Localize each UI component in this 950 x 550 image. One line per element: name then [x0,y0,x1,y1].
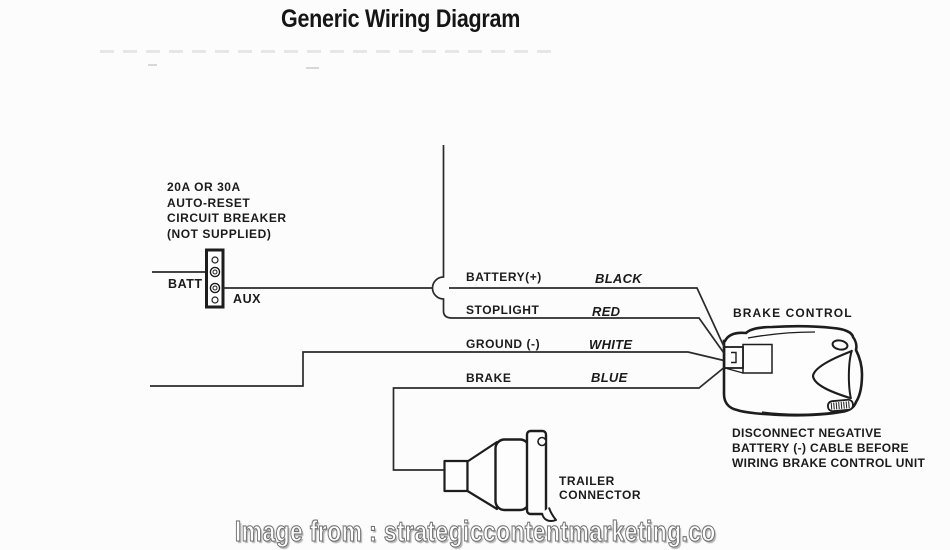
breaker-note-line: (NOT SUPPLIED) [167,226,272,241]
circuit-breaker-drawing [205,248,225,309]
body-top-seam [747,331,816,339]
watermark-text: Image from : strategiccontentmarketing.c… [234,515,716,548]
wire-color-brake: BLUE [591,369,628,385]
plug-bracket [731,351,737,364]
jpeg-artifact-speck [148,64,157,66]
wire-label-ground: GROUND (-) [466,336,541,351]
ground-wire [150,351,727,387]
faceplate-hole [537,436,547,447]
wire-label-brake: BRAKE [466,371,512,385]
breaker-note-line: AUTO-RESET [167,195,251,210]
trailer-connector-label: TRAILER CONNECTOR [559,474,641,502]
stoplight-wire [431,145,727,357]
warning-line: WIRING BRAKE CONTROL UNIT [732,456,926,471]
watermark-row: Image from : strategiccontentmarketing.c… [0,515,950,549]
brake-control-body [722,325,864,417]
latch-hook [541,507,557,523]
wire-label-stoplight: STOPLIGHT [466,302,540,317]
brake-control-drawing [722,325,864,417]
trailer-label-line: TRAILER [559,474,615,488]
cable-entry [443,459,469,493]
mount-oval [831,339,849,351]
brake-control-warning: DISCONNECT NEGATIVE BATTERY (-) CABLE BE… [732,426,925,472]
jpeg-artifact-streak [100,50,560,53]
aux-label: AUX [233,291,262,306]
body-bottom-seam [761,411,836,415]
connector-body [494,438,531,512]
jpeg-artifact-speck [306,67,319,69]
indicator-lens-edge [847,349,853,400]
batt-terminal [209,266,221,278]
wire-label-battery: BATTERY(+) [466,269,542,284]
breaker-note-line: CIRCUIT BREAKER [167,211,287,225]
connector-cone [466,440,499,511]
wire-color-stoplight: RED [592,304,621,319]
brake-control-plug [723,346,744,374]
trailer-connector-drawing [443,429,557,523]
indicator-lens [811,349,853,400]
warning-line: BATTERY (-) CABLE BEFORE [732,441,909,456]
warning-line: DISCONNECT NEGATIVE [732,426,882,440]
wire-color-battery: BLACK [595,271,642,286]
page-title: Generic Wiring Diagram [281,5,521,33]
breaker-note-line: 20A OR 30A [167,180,241,194]
brake-control-label: BRAKE CONTROL [733,306,853,320]
brake-wire [392,365,727,471]
breaker-note: 20A OR 30A AUTO-RESET CIRCUIT BREAKER (N… [167,180,287,242]
aux-terminal [209,282,221,294]
wire-color-ground: WHITE [589,336,633,352]
gain-thumbwheel [827,398,854,413]
battery-wire [223,287,727,352]
trailer-label-line: CONNECTOR [559,488,642,502]
connector-faceplate [525,429,548,516]
batt-label: BATT [168,277,203,291]
